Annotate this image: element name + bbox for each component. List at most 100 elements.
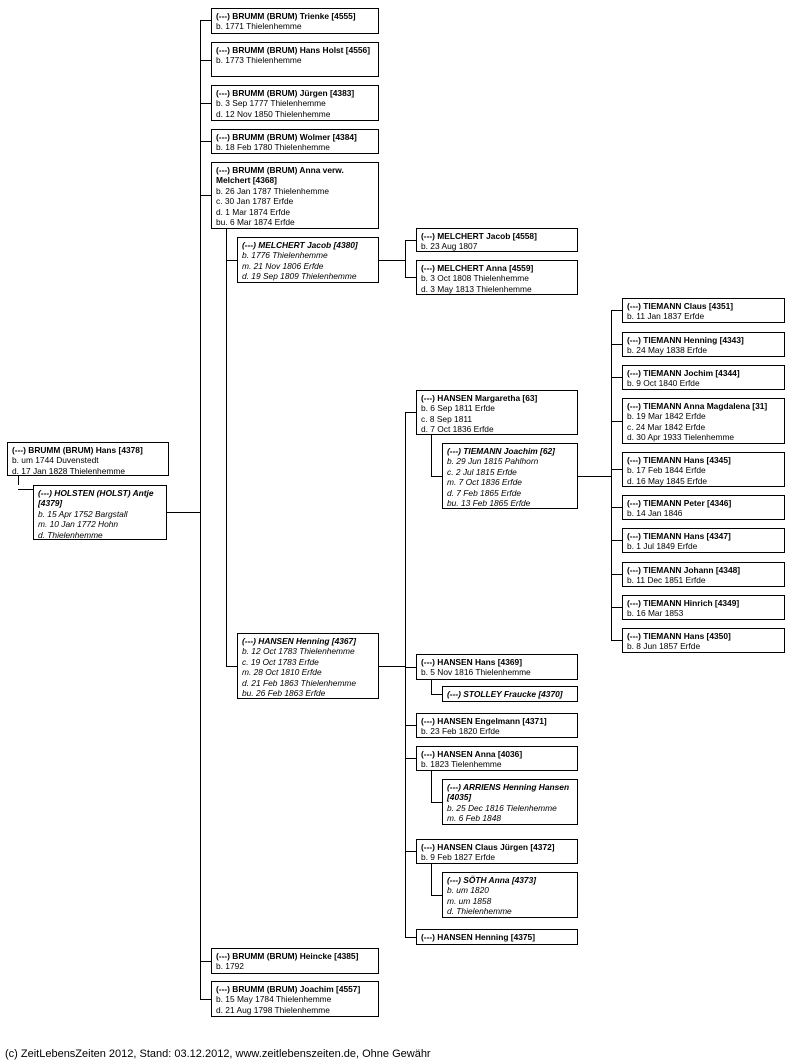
person-name: (---) HANSEN Claus Jürgen [4372] [421, 842, 555, 852]
person-name: (---) TIEMANN Peter [4346] [627, 498, 732, 508]
person-card[interactable]: (---) BRUMM (BRUM) Jürgen [4383]b. 3 Sep… [211, 85, 379, 121]
person-card[interactable]: (---) BRUMM (BRUM) Trienke [4555]b. 1771… [211, 8, 379, 34]
connector-line [200, 103, 211, 104]
person-name: (---) MELCHERT Jacob [4558] [421, 231, 537, 241]
person-event: b. 16 Mar 1853 [627, 608, 684, 619]
person-event: b. 1792 [216, 961, 244, 972]
connector-line [611, 607, 622, 608]
person-name: (---) HANSEN Hans [4369] [421, 657, 522, 667]
person-event: d. 7 Oct 1836 Erfde [421, 424, 494, 435]
person-event: b. 11 Jan 1837 Erfde [627, 311, 705, 322]
connector-line [18, 489, 33, 490]
person-event: d. 1 Mar 1874 Erfde [216, 206, 291, 217]
person-card[interactable]: (---) HANSEN Henning [4375] [416, 929, 578, 945]
connector-line [405, 937, 416, 938]
person-name: (---) TIEMANN Johann [4348] [627, 565, 741, 575]
spouse-card[interactable]: (---) STOLLEY Fraucke [4370] [442, 686, 578, 702]
person-event: c. 2 Jul 1815 Erfde [447, 466, 517, 477]
person-name: (---) BRUMM (BRUM) Joachim [4557] [216, 984, 361, 994]
person-name: (---) SÖTH Anna [4373] [447, 875, 537, 885]
person-event: b. 18 Feb 1780 Thielenhemme [216, 142, 330, 153]
connector-line [611, 377, 622, 378]
person-card[interactable]: (---) TIEMANN Hinrich [4349]b. 16 Mar 18… [622, 595, 785, 620]
person-name: (---) STOLLEY Fraucke [4370] [447, 689, 563, 699]
person-card[interactable]: (---) BRUMM (BRUM) Wolmer [4384]b. 18 Fe… [211, 129, 379, 154]
connector-line [431, 895, 442, 896]
person-card[interactable]: (---) TIEMANN Claus [4351]b. 11 Jan 1837… [622, 298, 785, 323]
spouse-card[interactable]: (---) HANSEN Henning [4367]b. 12 Oct 178… [237, 633, 379, 699]
person-event: c. 30 Jan 1787 Erfde [216, 196, 294, 207]
connector-line [379, 666, 405, 667]
person-card[interactable]: (---) TIEMANN Jochim [4344]b. 9 Oct 1840… [622, 365, 785, 390]
person-event: m. 21 Nov 1806 Erfde [242, 260, 324, 271]
person-name: (---) HANSEN Anna [4036] [421, 749, 523, 759]
person-event: bu. 26 Feb 1863 Erfde [242, 688, 326, 699]
person-event: b. 29 Jun 1815 Pahlhorn [447, 456, 539, 467]
person-card[interactable]: (---) BRUMM (BRUM) Hans Holst [4556]b. 1… [211, 42, 379, 77]
spouse-card[interactable]: (---) ARRIENS Henning Hansen [4035]b. 25… [442, 779, 578, 825]
person-event: d. 21 Feb 1863 Thielenhemme [242, 677, 357, 688]
person-event: d. 17 Jan 1828 Thielenhemme [12, 465, 125, 476]
person-event: b. 25 Dec 1816 Tielenhemme [447, 802, 557, 813]
spouse-card[interactable]: (---) HOLSTEN (HOLST) Antje [4379]b. 15 … [33, 485, 167, 540]
connector-line [405, 412, 416, 413]
person-event: b. 5 Nov 1816 Thielenhemme [421, 667, 531, 678]
person-name: (---) BRUMM (BRUM) Hans [4378] [12, 445, 143, 455]
person-card[interactable]: (---) BRUMM (BRUM) Joachim [4557]b. 15 M… [211, 981, 379, 1017]
person-card[interactable]: (---) TIEMANN Hans [4350]b. 8 Jun 1857 E… [622, 628, 785, 653]
person-card[interactable]: (---) TIEMANN Henning [4343]b. 24 May 18… [622, 332, 785, 357]
person-name: (---) MELCHERT Jacob [4380] [242, 240, 358, 250]
person-event: b. 1 Jul 1849 Erfde [627, 541, 698, 552]
person-event: b. 15 Apr 1752 Bargstall [38, 508, 128, 519]
person-card[interactable]: (---) HANSEN Margaretha [63]b. 6 Sep 181… [416, 390, 578, 435]
person-event: b. 1773 Thielenhemme [216, 55, 302, 66]
person-card[interactable]: (---) BRUMM (BRUM) Heincke [4385]b. 1792 [211, 948, 379, 974]
person-name: (---) BRUMM (BRUM) Jürgen [4383] [216, 88, 355, 98]
person-event: c. 19 Oct 1783 Erfde [242, 656, 319, 667]
person-card[interactable]: (---) HANSEN Claus Jürgen [4372]b. 9 Feb… [416, 839, 578, 864]
spouse-card[interactable]: (---) MELCHERT Jacob [4380]b. 1776 Thiel… [237, 237, 379, 283]
person-event: b. 24 May 1838 Erfde [627, 345, 708, 356]
person-event: m. 7 Oct 1836 Erfde [447, 477, 522, 488]
person-card[interactable]: (---) HANSEN Hans [4369]b. 5 Nov 1816 Th… [416, 654, 578, 680]
person-event: m. 10 Jan 1772 Hohn [38, 519, 119, 530]
person-event: d. Thielenhemme [38, 529, 103, 540]
person-event: d. 16 May 1845 Erfde [627, 475, 708, 486]
person-event: b. um 1820 [447, 885, 489, 896]
connector-line [405, 412, 406, 937]
person-event: bu. 13 Feb 1865 Erfde [447, 498, 531, 509]
person-card[interactable]: (---) TIEMANN Anna Magdalena [31]b. 19 M… [622, 398, 785, 444]
person-event: d. 12 Nov 1850 Thielenhemme [216, 108, 331, 119]
person-card[interactable]: (---) BRUMM (BRUM) Hans [4378]b. um 1744… [7, 442, 169, 476]
connector-line [405, 667, 416, 668]
person-card[interactable]: (---) TIEMANN Hans [4347]b. 1 Jul 1849 E… [622, 528, 785, 553]
connector-line [611, 640, 622, 641]
connector-line [611, 574, 622, 575]
person-name: (---) HOLSTEN (HOLST) Antje [4379] [38, 488, 154, 509]
connector-line [431, 435, 432, 476]
person-event: d. Thielenhemme [447, 906, 512, 917]
person-card[interactable]: (---) HANSEN Engelmann [4371]b. 23 Feb 1… [416, 713, 578, 738]
person-card[interactable]: (---) TIEMANN Hans [4345]b. 17 Feb 1844 … [622, 452, 785, 487]
person-card[interactable]: (---) HANSEN Anna [4036]b. 1823 Tielenhe… [416, 746, 578, 771]
connector-line [611, 421, 622, 422]
person-card[interactable]: (---) TIEMANN Johann [4348]b. 11 Dec 185… [622, 562, 785, 587]
person-card[interactable]: (---) TIEMANN Peter [4346]b. 14 Jan 1846 [622, 495, 785, 520]
connector-line [200, 999, 211, 1000]
person-event: m. 6 Feb 1848 [447, 813, 502, 824]
person-event: b. 11 Dec 1851 Erfde [627, 575, 706, 586]
person-name: (---) TIEMANN Hans [4345] [627, 455, 731, 465]
person-name: (---) TIEMANN Henning [4343] [627, 335, 744, 345]
person-event: b. 23 Feb 1820 Erfde [421, 726, 500, 737]
person-name: (---) TIEMANN Jochim [4344] [627, 368, 740, 378]
person-card[interactable]: (---) MELCHERT Jacob [4558]b. 23 Aug 180… [416, 228, 578, 252]
connector-line [200, 20, 211, 21]
person-event: c. 24 Mar 1842 Erfde [627, 421, 706, 432]
person-event: d. 7 Feb 1865 Erfde [447, 487, 522, 498]
spouse-card[interactable]: (---) TIEMANN Joachim [62]b. 29 Jun 1815… [442, 443, 578, 509]
person-event: c. 8 Sep 1811 [421, 413, 473, 424]
person-card[interactable]: (---) MELCHERT Anna [4559]b. 3 Oct 1808 … [416, 260, 578, 295]
connector-line [200, 961, 211, 962]
person-card[interactable]: (---) BRUMM (BRUM) Anna verw. Melchert [… [211, 162, 379, 229]
